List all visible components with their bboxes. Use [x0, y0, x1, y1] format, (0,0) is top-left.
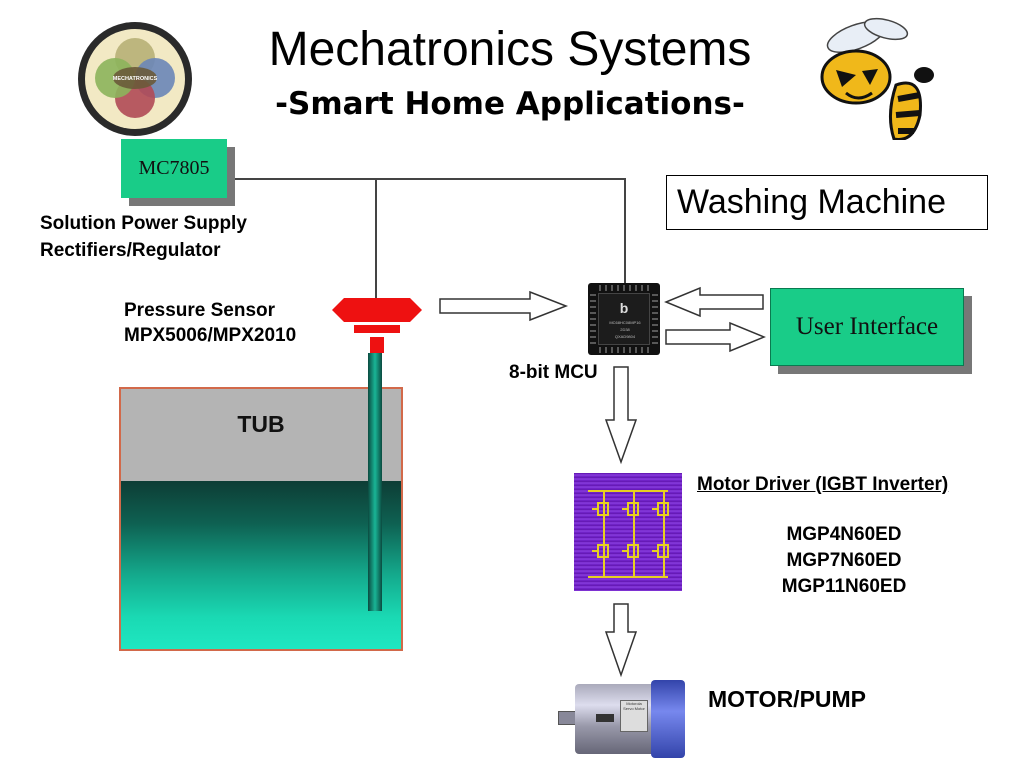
arrow-driver-to-motor — [604, 603, 638, 678]
tub-water-region — [121, 481, 401, 649]
motor-driver-title: Motor Driver (IGBT Inverter) — [697, 474, 949, 495]
mcu-label: 8-bit MCU — [509, 362, 598, 383]
arrow-sensor-to-mcu — [439, 290, 569, 322]
mcu-die: b MC68HC08MP16 2D38 QXAD9804 — [598, 293, 650, 345]
motor-driver-parts: MGP4N60ED MGP7N60ED MGP11N60ED — [768, 522, 920, 600]
pressure-sensor-icon — [332, 298, 422, 353]
user-interface-box: User Interface — [770, 288, 964, 366]
mcu-chip: b MC68HC08MP16 2D38 QXAD9804 — [588, 283, 660, 355]
pressure-tube — [368, 353, 382, 611]
pressure-sensor-label-line1: Pressure Sensor — [124, 300, 276, 321]
arrow-mcu-to-ui — [665, 321, 766, 353]
logo-center-text: MECHATRONICS — [113, 76, 158, 82]
mcu-lot-code: QXAD9804 — [614, 334, 636, 339]
motor-driver-image — [574, 473, 682, 591]
mcu-pins — [590, 285, 658, 353]
motor-end-cap — [651, 680, 685, 758]
motor-label-plate-small — [596, 714, 614, 722]
pressure-sensor-label-line2: MPX5006/MPX2010 — [124, 325, 297, 346]
motor-nameplate: Motorola Servo Motor — [620, 700, 648, 732]
tub: TUB — [119, 387, 403, 651]
tub-air-region — [121, 389, 401, 481]
arrow-ui-to-mcu — [664, 286, 764, 318]
mcu-date-code: 2D38 — [620, 327, 630, 332]
tub-label: TUB — [237, 411, 285, 437]
power-supply-label: Solution Power Supply Rectifiers/Regulat… — [40, 210, 247, 264]
mc7805-regulator: MC7805 — [121, 139, 227, 198]
arrow-mcu-to-driver — [604, 366, 638, 465]
igbt-part-3: MGP11N60ED — [781, 576, 907, 597]
pressure-sensor-label: Pressure Sensor MPX5006/MPX2010 — [124, 298, 296, 348]
washing-machine-label: Washing Machine — [666, 175, 988, 230]
slide-title: Mechatronics Systems — [268, 23, 752, 76]
power-supply-label-line2: Rectifiers/Regulator — [40, 240, 221, 261]
yellow-jacket-mascot-icon — [820, 17, 934, 140]
igbt-part-1: MGP4N60ED — [786, 524, 902, 545]
motor-pump-label: MOTOR/PUMP — [708, 686, 867, 712]
igbt-circuit-icon — [588, 490, 669, 578]
mcu-part-number: MC68HC08MP16 — [609, 320, 641, 325]
igbt-part-2: MGP7N60ED — [786, 550, 902, 571]
slide-subtitle: -Smart Home Applications- — [275, 86, 745, 122]
power-supply-label-line1: Solution Power Supply — [40, 213, 247, 234]
mcu-logo: b — [619, 300, 629, 316]
mechatronics-logo: MECHATRONICS — [78, 22, 192, 136]
